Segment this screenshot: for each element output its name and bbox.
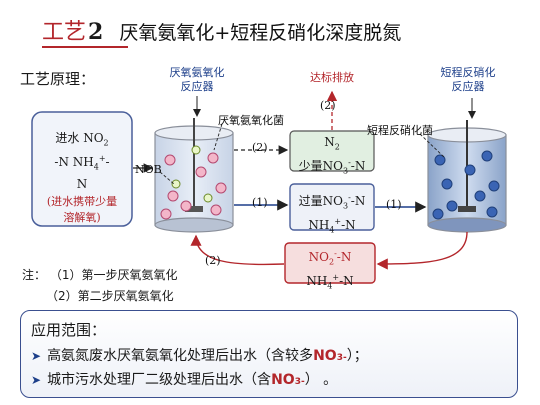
box-bot [284,242,376,284]
arrow-step-a1: (2) [252,141,268,154]
influent-text: 进水 NO2 -N NH4+- N (进水携带少量 溶解氧) [46,131,118,224]
arrow-step-a4: (2) [205,254,221,267]
box-bot-text: NO2--N NH4+-N [306,249,354,291]
notes-prefix: 注： [22,268,47,282]
arrow-step-a2: (1) [252,196,268,209]
principle-label: 工艺原理： [20,70,96,88]
application-title: 应用范围： [31,321,107,339]
page-title: 工艺 2 厌氧氨氧化+短程反硝化深度脱氮 [42,14,402,45]
denitrification-bacteria-label: 短程反硝化菌 [367,124,433,137]
box-top-text: N2 少量NO3--N [298,135,366,176]
title-number: 2 [88,19,104,45]
box-top [289,130,375,172]
box-mid-text: 过量NO3--N NH4+-N [298,193,366,235]
denitrification-reactor-label: 短程反硝化 反应器 [440,66,496,93]
title-underline [42,46,128,48]
anammox-bacteria-label: 厌氧氨氧化菌 [218,114,284,127]
arrow-bullet-icon: ➤ [31,349,42,363]
influent-box [31,111,133,227]
discharge-step: (2) [320,99,336,112]
notes: 注： （1）第一步厌氧氨氧化 [22,266,177,283]
anammox-reactor [154,118,234,233]
note-1: （1）第一步厌氧氨氧化 [49,268,178,282]
arrow-bullet-icon: ➤ [31,373,42,387]
discharge-label: 达标排放 [310,71,354,84]
note-2: （2）第二步厌氧氨氧化 [46,289,174,303]
arrow-step-a3: (1) [386,198,402,211]
process-diagram [31,90,507,284]
nob-label: NOB [135,163,162,176]
title-text: 厌氧氨氧化+短程反硝化深度脱氮 [119,22,402,44]
box-mid [289,183,375,231]
anammox-reactor-label: 厌氧氨氧化 反应器 [169,66,225,93]
title-tag: 工艺 [42,20,87,45]
denitrification-reactor [427,120,507,233]
